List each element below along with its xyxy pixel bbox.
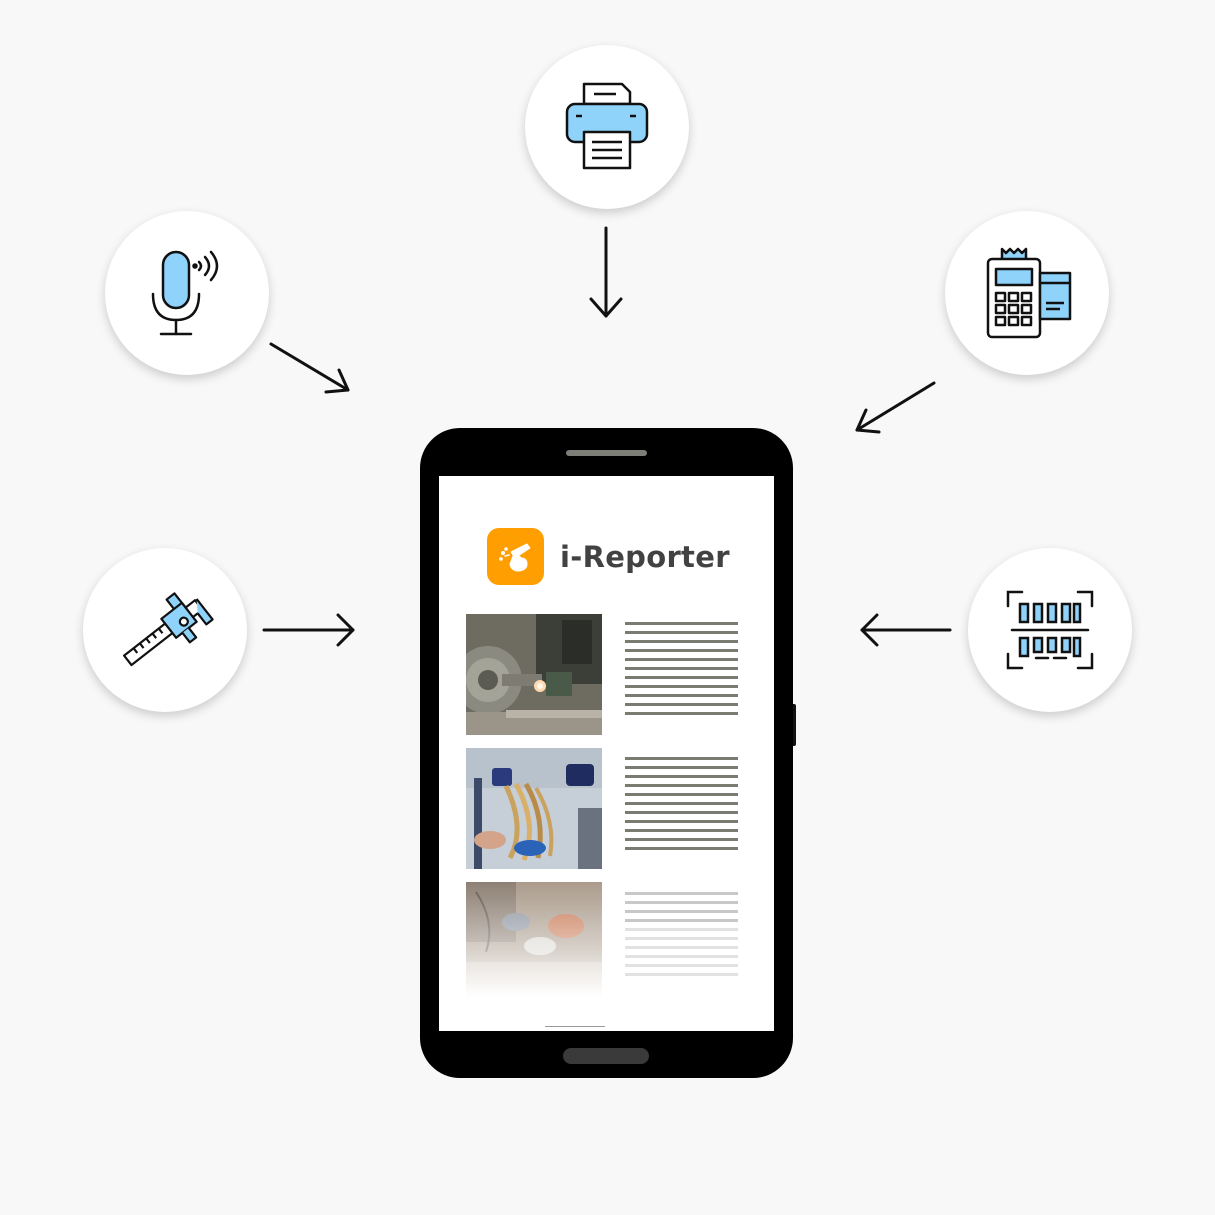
arrow-barcode-to-phone — [860, 613, 952, 647]
printer-icon — [565, 82, 649, 170]
printer-node — [525, 45, 689, 209]
report-text-lines-1 — [625, 622, 738, 721]
phone-side-button — [791, 704, 796, 746]
payment-terminal-node — [945, 211, 1109, 375]
barcode-scanner-node — [968, 548, 1132, 712]
report-text-lines-3 — [625, 892, 738, 982]
caliper-node — [83, 548, 247, 712]
cable-assembly-photo — [466, 748, 602, 869]
phone-screen: i-Reporter — [439, 476, 774, 1031]
workshop-photo — [466, 882, 602, 1003]
app-title: i-Reporter — [560, 539, 730, 574]
phone-speaker — [566, 450, 647, 456]
barcode-icon — [1006, 590, 1094, 670]
lathe-machine-photo — [466, 614, 602, 735]
pen-hand-icon — [498, 543, 530, 571]
app-logo — [487, 528, 544, 585]
home-button — [563, 1048, 649, 1064]
caliper-icon — [122, 592, 214, 667]
arrow-printer-to-phone — [589, 226, 623, 318]
arrow-mic-to-phone — [269, 342, 350, 394]
report-text-lines-2 — [625, 757, 738, 856]
phone: i-Reporter — [420, 428, 793, 1078]
payment-terminal-icon — [986, 247, 1072, 339]
arrow-caliper-to-phone — [262, 613, 355, 647]
photo-fade — [466, 882, 602, 1003]
app-header: i-Reporter — [487, 528, 730, 585]
screen-divider — [545, 1026, 605, 1027]
arrow-terminal-to-phone — [855, 381, 936, 434]
microphone-node — [105, 211, 269, 375]
microphone-icon — [151, 250, 219, 336]
